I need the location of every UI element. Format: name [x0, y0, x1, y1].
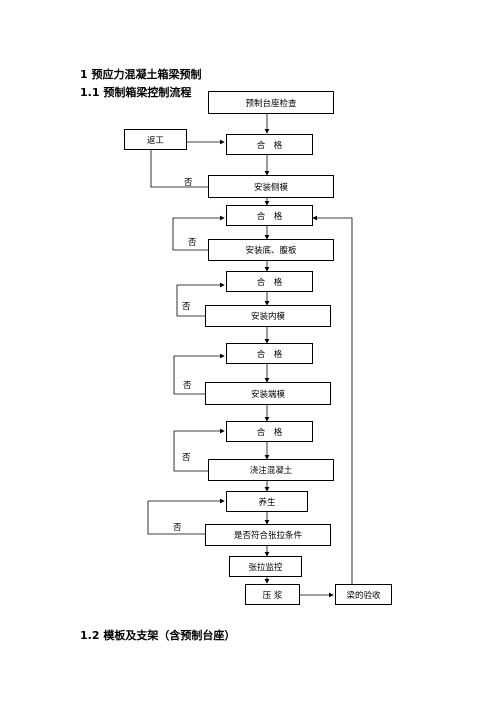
qualified-box-1: 合 格	[226, 134, 313, 155]
no-label-4: 否	[183, 381, 192, 391]
install-bottom-web-box: 安装底、腹板	[208, 239, 334, 261]
install-end-form-box: 安装端模	[205, 382, 331, 405]
curing-box: 养生	[226, 491, 308, 512]
section-heading-1-2: 1.2 模板及支架（含预制台座）	[80, 629, 236, 642]
pour-concrete-box: 浇注混凝土	[208, 459, 334, 481]
section-heading-1: 1 预应力混凝土箱梁预制	[80, 68, 202, 81]
tension-monitoring-box: 张拉监控	[229, 556, 302, 577]
qualified-box-3: 合 格	[226, 271, 313, 292]
no-label-3: 否	[182, 302, 191, 312]
prefab-pedestal-inspection-box: 预制台座检查	[208, 91, 334, 114]
qualified-box-4: 合 格	[226, 343, 313, 364]
tension-condition-check-box: 是否符合张拉条件	[205, 524, 331, 546]
no-label-1: 否	[184, 178, 193, 188]
section-heading-1-1: 1.1 预制箱梁控制流程	[80, 86, 192, 99]
no-label-6: 否	[173, 523, 182, 533]
no-label-5: 否	[182, 453, 191, 463]
qualified-box-2: 合 格	[226, 205, 313, 226]
qualified-box-5: 合 格	[226, 421, 313, 442]
rework-box: 返工	[124, 129, 187, 150]
grouting-box: 压 浆	[245, 584, 300, 605]
beam-acceptance-box: 梁的验收	[335, 584, 392, 605]
no-label-2: 否	[188, 238, 197, 248]
install-inner-form-box: 安装内模	[205, 305, 331, 327]
install-side-form-box: 安装侧模	[208, 175, 334, 198]
